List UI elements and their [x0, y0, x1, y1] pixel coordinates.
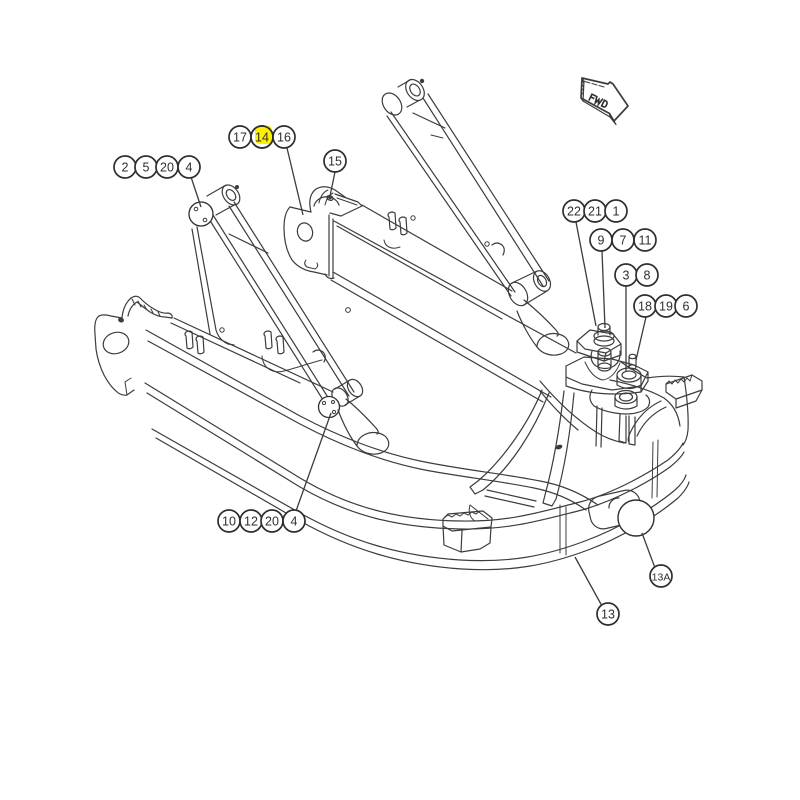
svg-text:19: 19 [659, 300, 673, 314]
svg-text:6: 6 [683, 300, 690, 314]
svg-text:8: 8 [644, 269, 651, 283]
svg-text:11: 11 [639, 234, 652, 248]
svg-text:3: 3 [623, 269, 630, 283]
svg-text:13: 13 [601, 608, 615, 622]
svg-text:16: 16 [277, 131, 291, 145]
svg-text:12: 12 [244, 515, 258, 529]
svg-text:21: 21 [588, 205, 602, 219]
svg-text:20: 20 [265, 515, 279, 529]
svg-text:7: 7 [620, 234, 627, 248]
svg-text:22: 22 [567, 205, 581, 219]
svg-text:10: 10 [222, 515, 236, 529]
svg-text:15: 15 [328, 155, 342, 169]
svg-text:17: 17 [233, 131, 247, 145]
svg-text:1: 1 [613, 205, 620, 219]
svg-text:4: 4 [291, 515, 298, 529]
svg-text:20: 20 [160, 161, 174, 175]
svg-text:9: 9 [598, 234, 605, 248]
svg-text:4: 4 [186, 161, 193, 175]
svg-text:5: 5 [143, 161, 150, 175]
svg-text:13A: 13A [652, 572, 671, 584]
svg-text:14: 14 [255, 131, 269, 145]
svg-text:2: 2 [122, 161, 129, 175]
svg-text:18: 18 [638, 300, 652, 314]
